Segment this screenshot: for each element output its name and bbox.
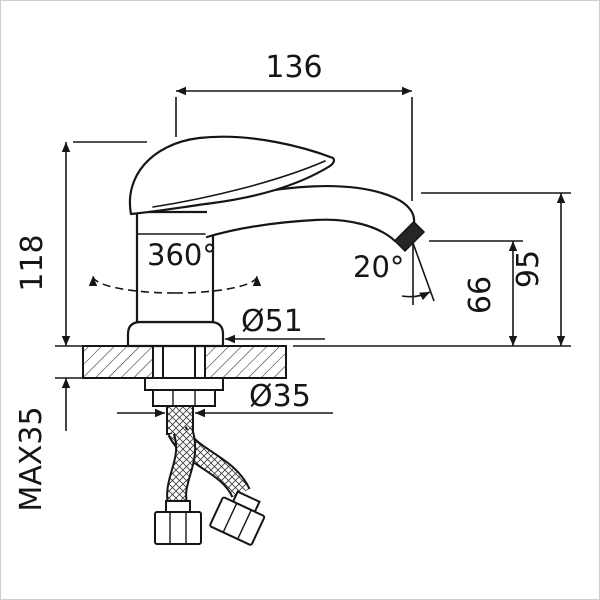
handle-blade-line: [152, 160, 326, 208]
swivel-indicator: [88, 275, 262, 294]
mounting-nut: [152, 389, 216, 407]
faucet-handle: [128, 135, 336, 216]
outlet-angle-label: 20°: [353, 250, 404, 284]
faucet-base: [126, 320, 225, 348]
hoses: [166, 425, 251, 510]
hose-nut-left: [154, 500, 202, 545]
shank-in-hole: [162, 345, 196, 379]
swivel-label: 360°: [147, 238, 217, 272]
dim-label-base-diameter: Ø51: [241, 304, 303, 339]
threaded-shank: [166, 405, 194, 435]
aerator: [393, 220, 426, 253]
dim-label-outlet-height: 66: [463, 276, 498, 314]
hose-left: [166, 427, 197, 510]
dim-label-hole-diameter: Ø35: [249, 379, 311, 414]
faucet-body: [135, 210, 215, 324]
countertop-left-section: [82, 345, 154, 379]
mounting-hardware: [144, 377, 224, 435]
dimension-lines: [55, 86, 571, 431]
faucet-spout-fill: [207, 186, 415, 241]
countertop: [82, 345, 287, 379]
faucet: [126, 135, 416, 348]
angle-stream-line: [412, 242, 435, 302]
mounting-plate: [144, 377, 224, 391]
dim-label-spout-height: 95: [511, 250, 546, 288]
swivel-arc-left: [88, 275, 176, 294]
dim-label-spout-reach: 136: [265, 50, 322, 85]
dim-label-overall-height: 118: [15, 234, 50, 291]
hose-nut-right: [209, 490, 266, 546]
countertop-right-section: [204, 345, 287, 379]
dim-label-max-deck-thickness: MAX35: [14, 406, 49, 511]
angle-arc-arrow: [401, 291, 431, 301]
spout-angle-indicator: [401, 242, 435, 305]
swivel-arc-right: [174, 275, 262, 294]
